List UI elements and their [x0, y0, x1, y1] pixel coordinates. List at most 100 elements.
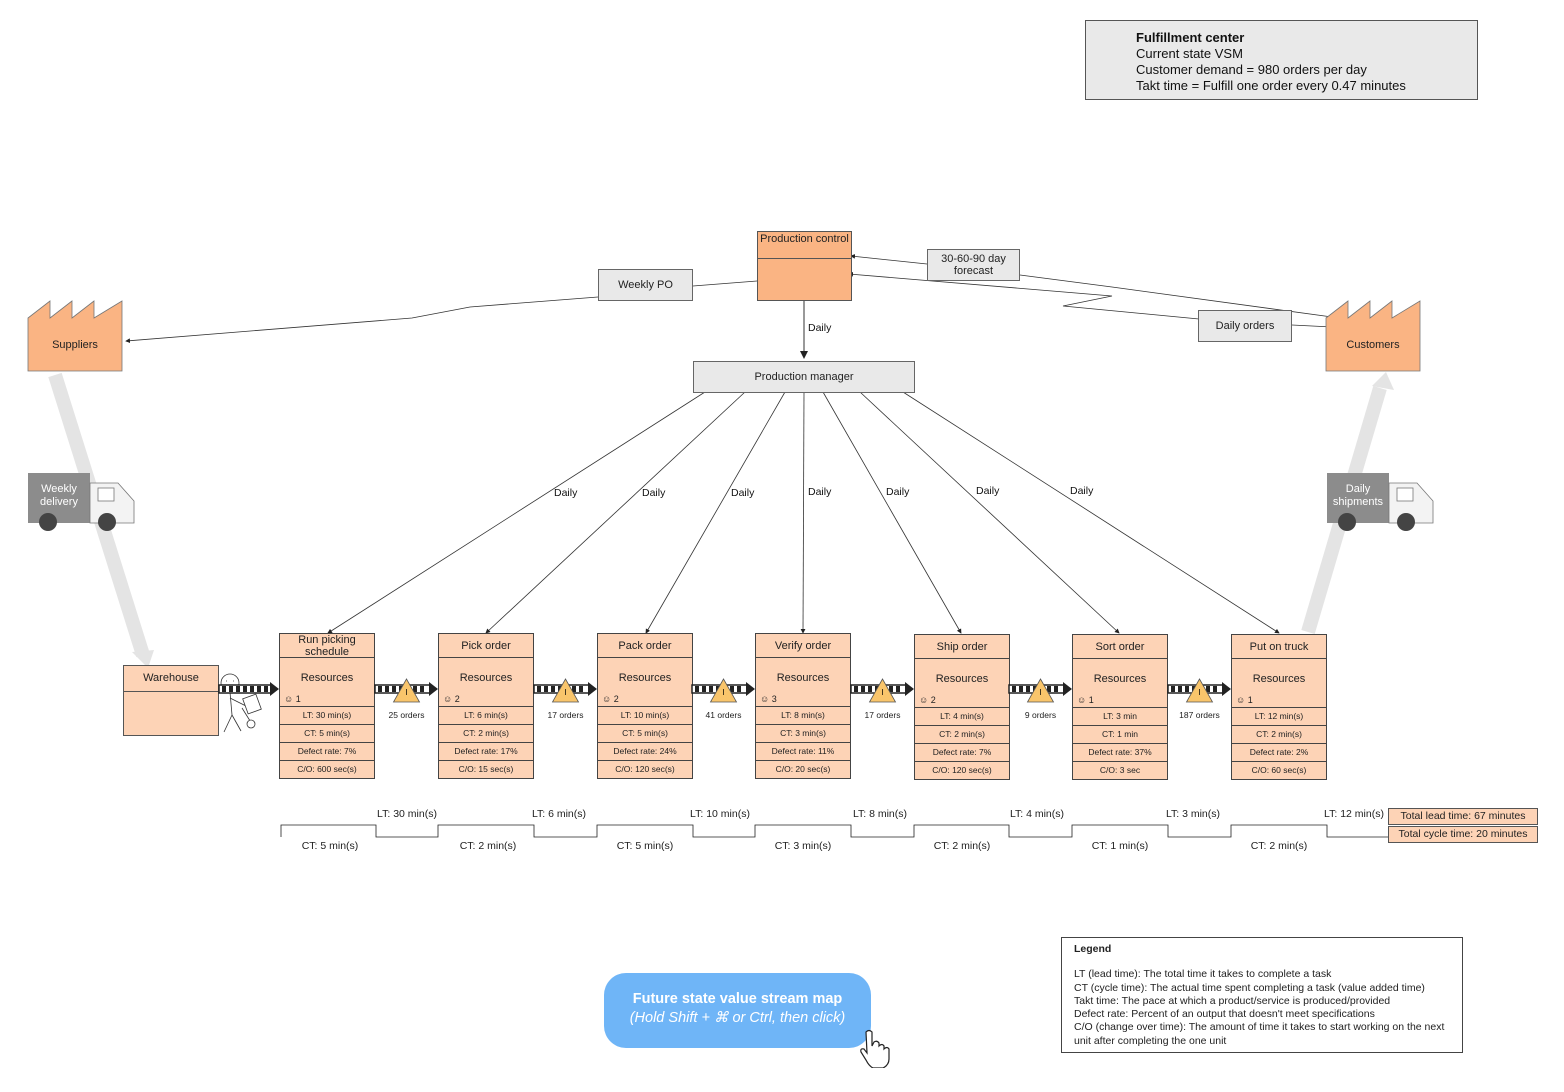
- operator-count: ☺ 2: [602, 694, 619, 704]
- operator-count: ☺ 2: [919, 695, 936, 705]
- daily-orders-box[interactable]: Daily orders: [1198, 310, 1292, 342]
- process-title: Pack order: [598, 634, 692, 658]
- weekly-delivery-truck-icon: [28, 473, 135, 531]
- timeline-lt: LT: 12 min(s): [1324, 808, 1384, 820]
- customers-label: Customers: [1346, 339, 1400, 351]
- customers-factory-icon: [1325, 300, 1421, 372]
- timeline-lt: LT: 3 min(s): [1165, 808, 1221, 820]
- resources-label: Resources: [1093, 673, 1147, 685]
- timeline-lt: LT: 6 min(s): [531, 808, 587, 820]
- process-defect-rate: Defect rate: 2%: [1232, 744, 1326, 762]
- inventory-triangle-icon: I: [1185, 678, 1214, 703]
- timeline-lt: LT: 4 min(s): [1009, 808, 1065, 820]
- inventory-triangle-icon: I: [551, 678, 580, 703]
- operator-icon: ☺: [1236, 695, 1246, 705]
- warehouse-box[interactable]: Warehouse: [123, 665, 219, 736]
- timeline-lt: LT: 8 min(s): [852, 808, 908, 820]
- operator-number: 1: [1247, 695, 1253, 705]
- process-defect-rate: Defect rate: 7%: [280, 743, 374, 761]
- operator-icon: ☺: [284, 694, 294, 704]
- process-ct: CT: 5 min(s): [598, 725, 692, 743]
- process-title: Sort order: [1073, 635, 1167, 659]
- legend-item: Takt time: The pace at which a product/s…: [1074, 994, 1391, 1007]
- legend-item: C/O (change over time): The amount of ti…: [1074, 1021, 1445, 1047]
- process-defect-rate: Defect rate: 17%: [439, 743, 533, 761]
- process-title: Put on truck: [1232, 635, 1326, 659]
- suppliers-label: Suppliers: [52, 339, 98, 351]
- process-ct: CT: 1 min: [1073, 726, 1167, 744]
- production-control-label: Production control: [758, 232, 851, 259]
- subtitle: Current state VSM: [1136, 46, 1243, 61]
- timeline-ct: CT: 3 min(s): [774, 840, 832, 852]
- inventory-symbol: I: [1039, 688, 1041, 697]
- warehouse-label: Warehouse: [124, 666, 218, 692]
- daily-label-2: Daily: [642, 487, 666, 499]
- inventory-symbol: I: [881, 688, 883, 697]
- process-ct: CT: 5 min(s): [280, 725, 374, 743]
- timeline-lt: LT: 30 min(s): [377, 808, 437, 820]
- push-arrow-icon: [218, 682, 279, 696]
- schedule-lines: [327, 391, 1280, 634]
- inventory-symbol: I: [405, 688, 407, 697]
- weekly-po-line: [692, 280, 758, 287]
- operator-number: 2: [613, 694, 619, 704]
- daily-label-3: Daily: [731, 487, 755, 499]
- operator-icon: ☺: [602, 694, 612, 704]
- resources-label: Resources: [459, 672, 513, 684]
- process-resources: Resources ☺ 1: [280, 658, 374, 707]
- process-resources: Resources ☺ 1: [1232, 659, 1326, 708]
- resources-label: Resources: [1252, 673, 1306, 685]
- production-manager-box[interactable]: Production manager: [693, 361, 915, 393]
- legend-title: Legend: [1074, 943, 1112, 955]
- inventory-symbol: I: [722, 688, 724, 697]
- takt-time: Takt time = Fulfill one order every 0.47…: [1136, 78, 1406, 93]
- timeline-ladder: [280, 824, 1388, 838]
- process-resources: Resources☺ 2: [915, 659, 1009, 708]
- process-lt: LT: 6 min(s): [439, 707, 533, 725]
- process-co: C/O: 600 sec(s): [297, 764, 357, 774]
- legend-box: Legend LT (lead time): The total time it…: [1061, 937, 1463, 1053]
- process-co: C/O: 120 sec(s): [615, 764, 675, 774]
- operator-number: 1: [1088, 695, 1094, 705]
- daily-label-5: Daily: [886, 486, 910, 498]
- future-state-vsm-button[interactable]: Future state value stream map (Hold Shif…: [604, 973, 871, 1048]
- resources-label: Resources: [300, 672, 354, 684]
- legend-item: LT (lead time): The total time it takes …: [1074, 968, 1332, 981]
- forecast-box[interactable]: 30-60-90 day forecast: [927, 249, 1020, 281]
- daily-shipments-label: Daily shipments: [1332, 483, 1384, 508]
- inventory-count: 17 orders: [864, 710, 901, 720]
- inventory-symbol: I: [564, 688, 566, 697]
- operator-icon: ☺: [443, 694, 453, 704]
- process-lt: LT: 10 min(s): [598, 707, 692, 725]
- daily-label-7: Daily: [1070, 485, 1094, 497]
- process-ct: CT: 2 min(s): [439, 725, 533, 743]
- cta-hint: (Hold Shift + ⌘ or Ctrl, then click): [629, 1010, 846, 1026]
- total-lead-time: Total lead time: 67 minutes: [1388, 808, 1538, 825]
- process-lt: LT: 30 min(s): [280, 707, 374, 725]
- title-box: Fulfillment center Current state VSM Cus…: [1085, 20, 1478, 100]
- timeline-ct: CT: 2 min(s): [933, 840, 991, 852]
- timeline-ct: CT: 1 min(s): [1091, 840, 1149, 852]
- process-resources: Resources☺ 3: [756, 658, 850, 707]
- process-title: Ship order: [915, 635, 1009, 659]
- weekly-po-box[interactable]: Weekly PO: [598, 269, 693, 301]
- inventory-count: 41 orders: [705, 710, 742, 720]
- timeline-lt: LT: 10 min(s): [690, 808, 750, 820]
- process-co: C/O: 20 sec(s): [775, 764, 831, 774]
- hand-pointer-icon: [860, 1029, 890, 1068]
- process-co: C/O: 15 sec(s): [458, 764, 514, 774]
- daily-label-1: Daily: [554, 487, 578, 499]
- inventory-count: 9 orders: [1024, 710, 1057, 720]
- production-control-box[interactable]: Production control: [757, 231, 852, 301]
- daily-label-6: Daily: [976, 485, 1000, 497]
- process-co: C/O: 120 sec(s): [932, 765, 992, 775]
- operator-count: ☺ 3: [760, 694, 777, 704]
- operator-count: ☺ 1: [284, 694, 301, 704]
